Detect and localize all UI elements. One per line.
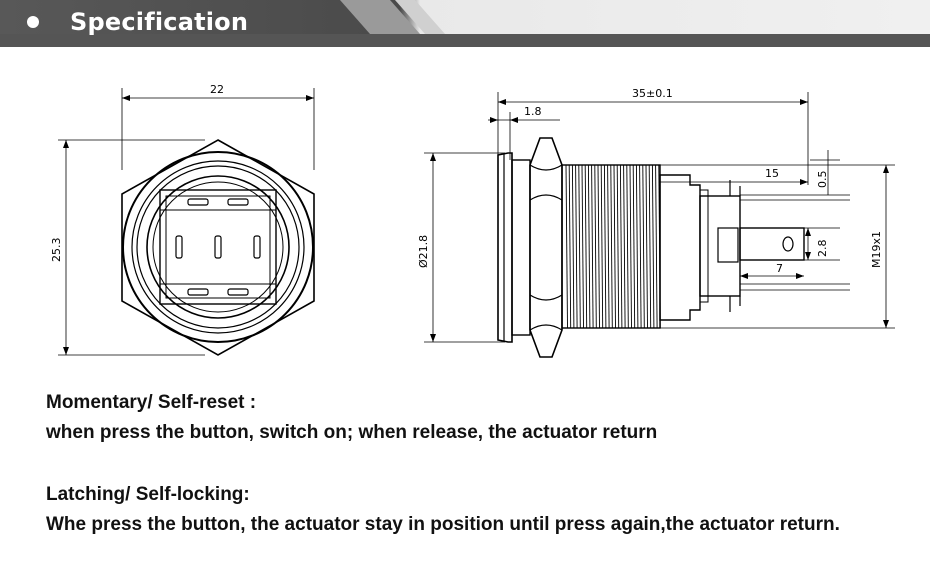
side-diameter-label: Ø21.8 (417, 235, 430, 268)
terminal-length-label: 7 (776, 262, 783, 275)
thread-line (626, 164, 629, 329)
side-view (424, 92, 895, 358)
side-body-label: 15 (765, 167, 779, 180)
momentary-title: Momentary/ Self-reset : (46, 392, 257, 413)
thread-line (565, 164, 568, 329)
thread-line (581, 164, 584, 329)
thread-line (591, 164, 594, 329)
section-title: Specification (70, 8, 249, 36)
front-height-label: 25.3 (50, 238, 63, 263)
header-underline (0, 34, 930, 47)
thread-line (597, 164, 600, 329)
thread-line (594, 164, 597, 329)
thread-line (651, 164, 655, 329)
thread-line (616, 164, 620, 329)
thread-line (632, 164, 636, 329)
thread-line (571, 164, 575, 329)
momentary-text: when press the button, switch on; when r… (46, 422, 658, 443)
thread-line (600, 164, 604, 329)
terminal-top-label: 0.5 (816, 171, 829, 189)
side-length-label: 35±0.1 (632, 87, 673, 100)
thread-line (603, 164, 607, 329)
thread-line (610, 164, 613, 329)
thread-line (607, 164, 610, 329)
front-view (58, 88, 315, 356)
front-width-label: 22 (210, 83, 224, 96)
thread-line (642, 164, 645, 329)
thread-line (587, 164, 591, 329)
latching-title: Latching/ Self-locking: (46, 484, 250, 505)
thread-line (613, 164, 616, 329)
thread-line (584, 164, 588, 329)
header-diagonal-stripes (340, 0, 445, 34)
section-header: Specification (0, 0, 930, 47)
thread-line (568, 164, 572, 329)
thread-line (629, 164, 632, 329)
thread-line (619, 164, 623, 329)
thread-line (635, 164, 639, 329)
thread-line (623, 164, 626, 329)
thread-line (575, 164, 578, 329)
technical-drawing: 22 25.3 35±0.1 1.8 Ø21.8 15 0.5 2.8 7 M1… (50, 83, 895, 358)
terminal-pitch-label: 2.8 (816, 240, 829, 258)
thread-line (655, 164, 658, 329)
latching-text: Whe press the button, the actuator stay … (46, 514, 840, 535)
thread-line (578, 164, 581, 329)
thread-size-label: M19x1 (870, 231, 883, 268)
thread-lines (565, 164, 661, 329)
thread-line (648, 164, 652, 329)
thread-line (645, 164, 648, 329)
thread-line (658, 164, 661, 329)
bullet-dot-icon (27, 16, 39, 28)
thread-line (639, 164, 642, 329)
side-flange-label: 1.8 (524, 105, 542, 118)
